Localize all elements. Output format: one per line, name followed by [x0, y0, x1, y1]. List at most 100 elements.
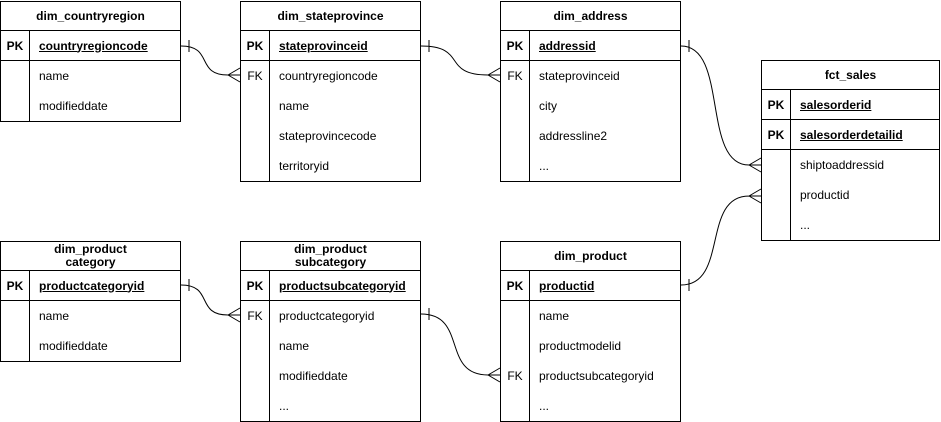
connector-dim_product-to-fct_sales[interactable]: [680, 188, 762, 291]
key-label: FK: [501, 61, 530, 91]
field-name: productsubcategoryid: [279, 278, 406, 293]
field-name: addressline2: [539, 129, 608, 143]
table-row[interactable]: productmodelid: [501, 331, 680, 361]
key-label: [501, 91, 530, 121]
table-row[interactable]: modifieddate: [1, 91, 180, 121]
entity-dim-productcategory[interactable]: dim_product category PK productcategoryi…: [0, 241, 181, 362]
table-row[interactable]: name: [1, 301, 180, 331]
table-row[interactable]: FK countryregioncode: [241, 61, 420, 91]
table-row[interactable]: FK productsubcategoryid: [501, 361, 680, 391]
table-row[interactable]: name: [501, 301, 680, 331]
key-label: [1, 301, 30, 331]
key-label: FK: [241, 301, 270, 331]
table-row[interactable]: PK addressid: [501, 31, 680, 61]
key-label: PK: [241, 31, 270, 60]
key-label: [241, 361, 270, 391]
field-name: ...: [539, 159, 550, 173]
key-label: PK: [762, 90, 791, 119]
entity-title: dim_product category: [1, 242, 180, 271]
table-row[interactable]: territoryid: [241, 151, 420, 181]
field-name: stateprovinceid: [279, 38, 368, 53]
connector-dim_productcategory-to-dim_productsubcategory[interactable]: [180, 279, 241, 323]
field-name: salesorderdetailid: [800, 127, 903, 142]
table-row[interactable]: ...: [501, 391, 680, 421]
key-label: [1, 61, 30, 91]
entity-title: dim_product: [501, 242, 680, 271]
table-row[interactable]: modifieddate: [1, 331, 180, 361]
field-name: productsubcategoryid: [539, 369, 654, 383]
table-row[interactable]: modifieddate: [241, 361, 420, 391]
connector-dim_productsubcategory-to-dim_product[interactable]: [420, 308, 501, 383]
table-row[interactable]: name: [1, 61, 180, 91]
key-label: PK: [762, 120, 791, 149]
table-row[interactable]: PK stateprovinceid: [241, 31, 420, 61]
key-label: [501, 391, 530, 421]
entity-title: dim_address: [501, 2, 680, 31]
key-label: [501, 301, 530, 331]
key-label: [241, 331, 270, 361]
table-row[interactable]: PK productid: [501, 271, 680, 301]
table-row[interactable]: ...: [762, 210, 939, 240]
field-name: modifieddate: [39, 99, 108, 113]
table-row[interactable]: shiptoaddressid: [762, 150, 939, 180]
field-name: productcategoryid: [39, 278, 145, 293]
key-label: PK: [501, 31, 530, 60]
entity-dim-countryregion[interactable]: dim_countryregion PK countryregioncode n…: [0, 1, 181, 122]
table-row[interactable]: PK salesorderdetailid: [762, 120, 939, 150]
field-name: name: [39, 309, 70, 323]
field-name: city: [539, 99, 557, 113]
table-row[interactable]: PK countryregioncode: [1, 31, 180, 61]
key-label: [762, 180, 791, 210]
key-label: FK: [241, 61, 270, 91]
key-label: [501, 331, 530, 361]
key-label: PK: [1, 271, 30, 300]
table-row[interactable]: FK stateprovinceid: [501, 61, 680, 91]
key-label: [1, 91, 30, 121]
connector-dim_address-to-fct_sales[interactable]: [680, 40, 762, 173]
entity-dim-productsubcategory[interactable]: dim_product subcategory PK productsubcat…: [240, 241, 421, 422]
key-label: [501, 121, 530, 151]
table-row[interactable]: PK productcategoryid: [1, 271, 180, 301]
field-name: productmodelid: [539, 339, 622, 353]
field-name: productid: [539, 278, 595, 293]
table-row[interactable]: city: [501, 91, 680, 121]
key-label: [241, 151, 270, 181]
entity-title: fct_sales: [762, 61, 939, 90]
connector-dim_countryregion-to-dim_stateprovince[interactable]: [180, 40, 241, 83]
entity-dim-stateprovince[interactable]: dim_stateprovince PK stateprovinceid FK …: [240, 1, 421, 182]
field-name: shiptoaddressid: [800, 158, 885, 172]
field-name: name: [279, 99, 310, 113]
table-row[interactable]: FK productcategoryid: [241, 301, 420, 331]
entity-title: dim_product subcategory: [241, 242, 420, 271]
field-name: stateprovinceid: [539, 69, 620, 83]
table-row[interactable]: productid: [762, 180, 939, 210]
field-name: modifieddate: [39, 339, 108, 353]
key-label: [241, 121, 270, 151]
field-name: name: [279, 339, 310, 353]
table-row[interactable]: name: [241, 331, 420, 361]
table-row[interactable]: name: [241, 91, 420, 121]
field-name: salesorderid: [800, 97, 872, 112]
entity-dim-product[interactable]: dim_product PK productid name productmod…: [500, 241, 681, 422]
table-row[interactable]: PK salesorderid: [762, 90, 939, 120]
table-row[interactable]: stateprovincecode: [241, 121, 420, 151]
entity-fct-sales[interactable]: fct_sales PK salesorderid PK salesorderd…: [761, 60, 940, 241]
table-row[interactable]: addressline2: [501, 121, 680, 151]
key-label: [501, 151, 530, 181]
key-label: PK: [501, 271, 530, 300]
field-name: ...: [800, 218, 811, 232]
entity-title: dim_stateprovince: [241, 2, 420, 31]
field-name: countryregioncode: [279, 69, 378, 83]
table-row[interactable]: PK productsubcategoryid: [241, 271, 420, 301]
connector-dim_stateprovince-to-dim_address[interactable]: [420, 40, 501, 83]
field-name: countryregioncode: [39, 38, 148, 53]
table-row[interactable]: ...: [501, 151, 680, 181]
key-label: [762, 150, 791, 180]
entity-dim-address[interactable]: dim_address PK addressid FK stateprovinc…: [500, 1, 681, 182]
field-name: modifieddate: [279, 369, 348, 383]
field-name: name: [39, 69, 70, 83]
key-label: [762, 210, 791, 240]
table-row[interactable]: ...: [241, 391, 420, 421]
key-label: PK: [1, 31, 30, 60]
